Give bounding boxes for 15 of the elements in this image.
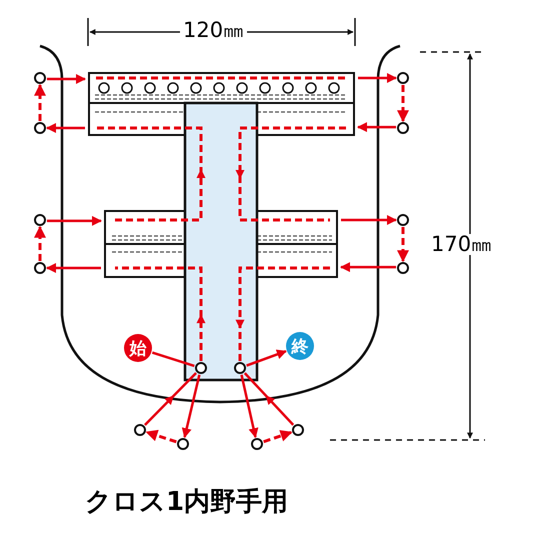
diagram-title: クロス1内野手用 xyxy=(85,486,288,519)
lacing-hole xyxy=(34,122,46,134)
lacing-hole xyxy=(34,72,46,84)
lacing-hole xyxy=(134,424,146,436)
lacing-hole xyxy=(397,122,409,134)
lacing-hole xyxy=(292,424,304,436)
lacing-hole xyxy=(397,214,409,226)
end-badge: 終 xyxy=(286,332,314,360)
lacing-hole xyxy=(177,438,189,450)
lacing-hole xyxy=(34,262,46,274)
start-badge: 始 xyxy=(124,334,152,362)
lacing-hole xyxy=(34,214,46,226)
lacing-hole xyxy=(397,72,409,84)
lacing-hole xyxy=(397,262,409,274)
lacing-hole xyxy=(251,438,263,450)
